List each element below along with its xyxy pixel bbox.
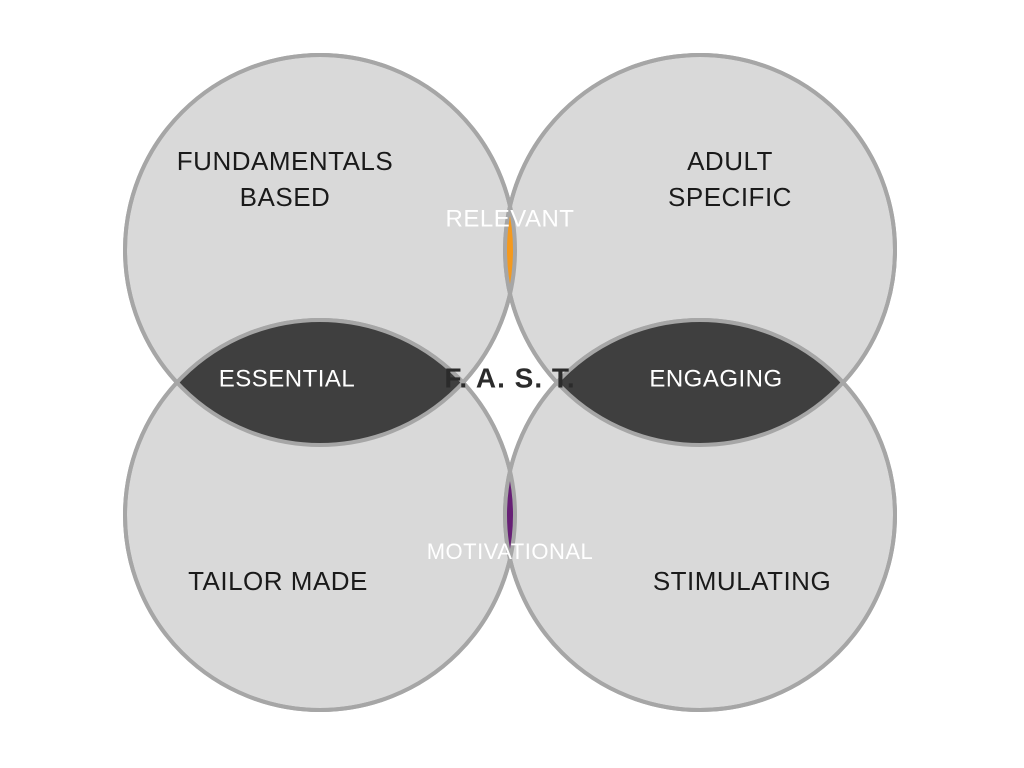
outline-top-left xyxy=(123,53,517,447)
label-motivational: MOTIVATIONAL xyxy=(427,539,594,564)
center-title: F. A. S. T. xyxy=(444,362,575,393)
outline-top-right xyxy=(503,53,897,447)
label-based: BASED xyxy=(240,182,331,212)
outline-bottom-left xyxy=(123,318,517,712)
label-essential: ESSENTIAL xyxy=(219,365,356,392)
label-engaging: ENGAGING xyxy=(649,365,782,392)
outline-bottom-right xyxy=(503,318,897,712)
label-adult: ADULT xyxy=(687,146,773,176)
label-relevant: RELEVANT xyxy=(446,205,575,232)
label-stimulating: STIMULATING xyxy=(653,566,831,596)
label-tailor-made: TAILOR MADE xyxy=(188,566,368,596)
label-specific: SPECIFIC xyxy=(668,182,792,212)
label-fundamentals: FUNDAMENTALS xyxy=(177,146,393,176)
